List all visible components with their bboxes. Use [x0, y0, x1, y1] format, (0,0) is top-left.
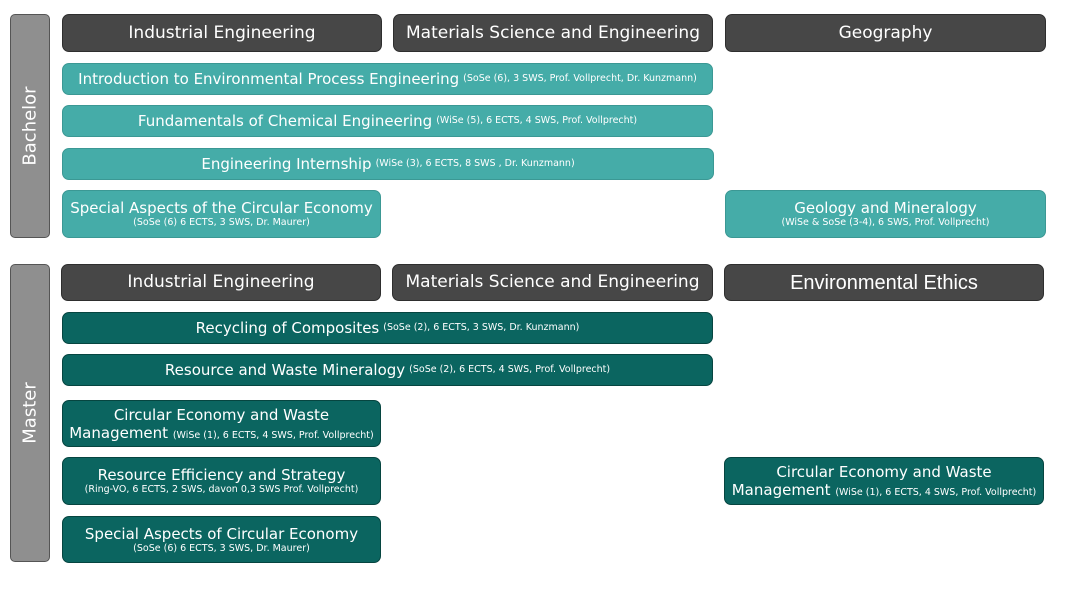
course-details: (WiSe (5), 6 ECTS, 4 SWS, Prof. Vollprec… — [436, 115, 638, 127]
level-label: Bachelor — [19, 86, 41, 166]
course-details: (SoSe (2), 6 ECTS, 4 SWS, Prof. Vollprec… — [409, 364, 611, 376]
course-title: Resource and Waste Mineralogy — [164, 361, 406, 379]
course-title: Circular Economy and Waste — [776, 463, 992, 481]
level-master: Master — [10, 264, 50, 562]
course-intro-env-process-eng: Introduction to Environmental Process En… — [62, 63, 713, 95]
course-title: Geology and Mineralogy — [794, 199, 977, 218]
course-details: (WiSe & SoSe (3-4), 6 SWS, Prof. Vollpre… — [781, 217, 990, 229]
course-title: Recycling of Composites — [195, 319, 380, 337]
header-label: Materials Science and Engineering — [405, 272, 700, 293]
level-label: Master — [19, 382, 41, 444]
course-title: Special Aspects of Circular Economy — [84, 524, 359, 543]
course-title: Circular Economy and Waste — [113, 405, 330, 424]
course-details: (WiSe (1), 6 ECTS, 4 SWS, Prof. Vollprec… — [835, 487, 1037, 498]
course-title: Management — [69, 423, 169, 442]
course-details: (SoSe (6) 6 ECTS, 3 SWS, Dr. Maurer) — [133, 217, 310, 229]
course-recycling-composites: Recycling of Composites(SoSe (2), 6 ECTS… — [62, 312, 713, 344]
master-header-environmental-ethics: Environmental Ethics — [724, 264, 1044, 301]
header-label: Geography — [838, 22, 933, 43]
bachelor-header-materials-science: Materials Science and Engineering — [393, 14, 713, 52]
course-title: Special Aspects of the Circular Economy — [70, 199, 373, 218]
course-title: Management — [731, 481, 831, 499]
course-special-aspects-circular-economy: Special Aspects of the Circular Economy(… — [62, 190, 381, 238]
course-fundamentals-chem-eng: Fundamentals of Chemical Engineering(WiS… — [62, 105, 713, 137]
header-label: Environmental Ethics — [790, 271, 978, 294]
course-title: Engineering Internship — [201, 155, 372, 173]
course-details: (SoSe (6), 3 SWS, Prof. Vollprecht, Dr. … — [463, 73, 697, 85]
course-resource-efficiency-strategy: Resource Efficiency and Strategy(Ring-VO… — [62, 457, 381, 505]
course-special-aspects-circular-economy: Special Aspects of Circular Economy(SoSe… — [62, 516, 381, 563]
course-title: Resource Efficiency and Strategy — [97, 466, 346, 485]
course-engineering-internship: Engineering Internship(WiSe (3), 6 ECTS,… — [62, 148, 714, 180]
course-details: (Ring-VO, 6 ECTS, 2 SWS, davon 0,3 SWS P… — [84, 484, 359, 496]
master-header-industrial-engineering: Industrial Engineering — [61, 264, 381, 301]
course-title: Fundamentals of Chemical Engineering — [137, 112, 433, 130]
header-label: Industrial Engineering — [128, 22, 316, 43]
course-details: (SoSe (6) 6 ECTS, 3 SWS, Dr. Maurer) — [133, 542, 310, 554]
course-resource-waste-mineralogy: Resource and Waste Mineralogy(SoSe (2), … — [62, 354, 713, 386]
header-label: Industrial Engineering — [127, 272, 315, 293]
course-details: (WiSe (1), 6 ECTS, 4 SWS, Prof. Vollprec… — [172, 429, 374, 441]
header-label: Materials Science and Engineering — [405, 22, 700, 43]
course-details: (SoSe (2), 6 ECTS, 3 SWS, Dr. Kunzmann) — [383, 322, 580, 334]
level-bachelor: Bachelor — [10, 14, 50, 238]
bachelor-header-industrial-engineering: Industrial Engineering — [62, 14, 382, 52]
course-title: Introduction to Environmental Process En… — [78, 70, 460, 88]
course-geology-mineralogy: Geology and Mineralogy(WiSe & SoSe (3-4)… — [725, 190, 1046, 238]
course-details: (WiSe (3), 6 ECTS, 8 SWS , Dr. Kunzmann) — [375, 158, 575, 170]
master-header-materials-science: Materials Science and Engineering — [392, 264, 713, 301]
bachelor-header-geography: Geography — [725, 14, 1046, 52]
